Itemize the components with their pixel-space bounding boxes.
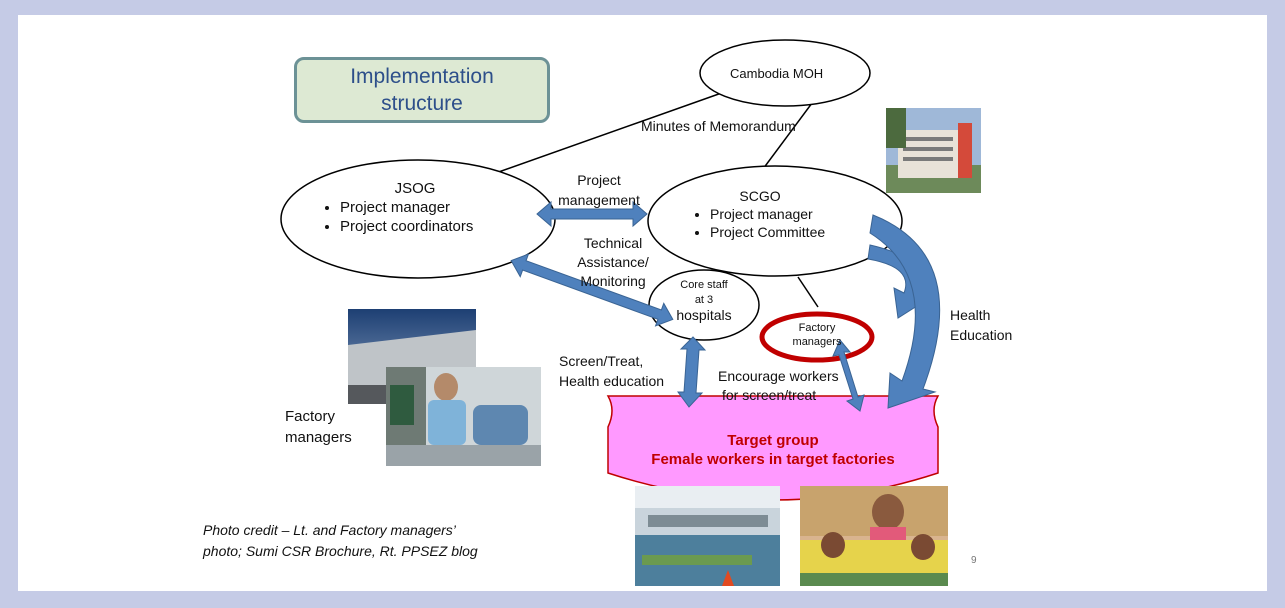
core-staff-line: Core staff (680, 279, 728, 291)
line-moh-jsog (475, 89, 731, 181)
factory-managers-text: Factory managers (768, 321, 866, 349)
page-number: 9 (971, 555, 977, 566)
label-project-management: Project management (554, 170, 644, 210)
caption-line: Factory (285, 408, 336, 425)
title-line-2: structure (381, 92, 463, 115)
label-line: Technical (583, 235, 643, 251)
title-box: Implementation structure (294, 57, 550, 123)
factory-managers-line: managers (792, 336, 842, 348)
photo-credit: Photo credit – Lt. and Factory managers’… (203, 520, 478, 562)
scgo-item: Project manager (710, 205, 870, 223)
credit-line: photo; Sumi CSR Brochure, Rt. PPSEZ blog (203, 543, 478, 559)
arrow-screen-treat (677, 336, 707, 408)
label-technical-assistance: Technical Assistance/ Monitoring (563, 234, 663, 291)
photo-caption: Factory managers (285, 406, 352, 448)
label-line: Encourage workers (718, 368, 839, 384)
arrow-encourage (832, 339, 865, 412)
line-moh-scgo (762, 94, 819, 170)
slide: Implementation structure Cambodia MOH JS… (18, 15, 1267, 591)
caption-line: managers (285, 429, 352, 446)
scgo-item: Project Committee (710, 223, 870, 241)
jsog-name: JSOG (394, 180, 436, 197)
core-staff-line: hospitals (676, 307, 732, 323)
label-screen-treat: Screen/Treat, Health education (559, 351, 664, 391)
factory-floor-photo (635, 486, 780, 586)
arrow-technical-assistance (510, 253, 674, 327)
label-line: Health education (559, 373, 665, 389)
label-health-education: Health Education (950, 305, 1012, 345)
label-line: Education (950, 327, 1013, 343)
scgo-list: Project manager Project Committee (690, 205, 870, 241)
moh-node (699, 39, 871, 107)
factory-manager-photo (386, 367, 541, 466)
scgo-name: SCGO (739, 188, 781, 204)
jsog-list: Project manager Project coordinators (320, 198, 520, 236)
jsog-item: Project manager (340, 198, 520, 217)
label-line: Screen/Treat, (559, 353, 644, 369)
arrow-health-education (869, 214, 941, 409)
title-line-1: Implementation (350, 65, 494, 88)
core-staff-text: Core staff at 3 hospitals (654, 278, 754, 323)
jsog-text: JSOG Project manager Project coordinator… (320, 179, 520, 236)
label-line: management (558, 192, 640, 208)
female-workers-photo (800, 486, 948, 586)
hospital-photo (886, 108, 981, 193)
factory-managers-line: Factory (798, 322, 836, 334)
credit-line: Photo credit – Lt. and Factory managers’ (203, 522, 456, 538)
label-line: Monitoring (580, 273, 646, 289)
arrow-project-management (536, 200, 648, 228)
target-group-title: Target group (727, 432, 819, 449)
scgo-node (647, 165, 903, 277)
target-group-subtitle: Female workers in target factories (651, 451, 895, 468)
label-line: for screen/treat (722, 387, 817, 403)
target-group-text: Target group Female workers in target fa… (608, 431, 938, 469)
jsog-item: Project coordinators (340, 217, 520, 236)
label-minutes-of-memorandum: Minutes of Memorandum (641, 118, 796, 134)
label-line: Health (950, 307, 991, 323)
structure-diagram (280, 39, 981, 586)
line-scgo-factory (797, 276, 819, 308)
moh-label: Cambodia MOH (730, 66, 824, 81)
scgo-text: SCGO Project manager Project Committee (690, 187, 870, 241)
label-encourage-workers: Encourage workers for screen/treat (718, 367, 839, 405)
target-group-banner (606, 395, 940, 501)
label-line: Project (577, 172, 621, 188)
core-staff-line: at 3 (694, 294, 714, 306)
label-line: Assistance/ (577, 254, 649, 270)
